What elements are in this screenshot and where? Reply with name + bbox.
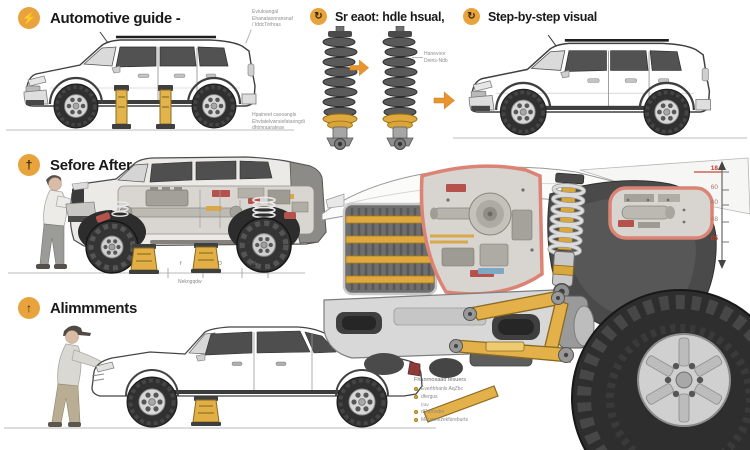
- coilover-strut: [547, 172, 587, 301]
- engine-cutaway-window: [419, 164, 544, 296]
- knobby-wheel: [237, 218, 291, 272]
- jack-stand: [190, 242, 222, 274]
- dimension-label: f: [180, 261, 182, 267]
- legend-bullet-icon: [414, 417, 418, 422]
- panel-step-by-step: ↻ Step-by-step visual: [453, 0, 750, 150]
- steps-title: Step-by-step visual: [488, 9, 597, 24]
- legend-item: (rav: [414, 402, 539, 407]
- lightning-icon: ⚡: [18, 7, 40, 29]
- wheel: [125, 375, 179, 429]
- dimension-label: D: [218, 261, 222, 267]
- process-annotation: Hanevoor Deiris-Ndb: [424, 51, 448, 64]
- annotation-line: Ehanataonransnaf: [252, 15, 293, 22]
- annotation-line: / IddcTorhras: [252, 22, 281, 28]
- shock-absorbers-illustration: [322, 26, 455, 150]
- suv-on-lift-illustration: [6, 24, 294, 131]
- panel-before-after: † Sefore After: [0, 148, 336, 295]
- control-arms: [423, 291, 574, 423]
- suv-result-illustration: [453, 26, 747, 139]
- legend-item-label: Everthhanls AqZbc: [421, 385, 463, 392]
- before-after-title: Sefore After: [50, 156, 132, 174]
- annotation-line: Hpaineet caooangls: [252, 112, 297, 118]
- legend-item: Meuemezekfüreburts: [414, 417, 539, 423]
- fender-cutaway-window: [608, 186, 714, 240]
- annotation-line: dhtmraarateav: [252, 125, 285, 131]
- guide-annotation-bottom: Hpaineet caooangls Ehvtatelvwrsiefataong…: [252, 112, 305, 132]
- legend-item-label: dfergus: [421, 393, 438, 400]
- legend-bullet-icon: [414, 409, 418, 414]
- ruler-label: 40: [710, 199, 718, 206]
- tire-detail: [571, 289, 750, 450]
- annotation-line: Hanevoor: [424, 51, 446, 57]
- annotation-line: Eviutoangal: [252, 9, 279, 15]
- annotation-leader-line: [412, 57, 423, 58]
- legend-item: Everthhanls AqZbc: [414, 386, 539, 392]
- parts-legend: Fhanrnosaad tesuers Everthhanls AqZbc df…: [414, 377, 539, 423]
- legend-bullet-icon: [414, 386, 418, 391]
- ruler-label: 18: [710, 165, 718, 172]
- cutaway-truck: [65, 156, 327, 275]
- panel-automotive-guide: ⚡ Automotive guide - Eviutoangal Ehanata…: [0, 0, 305, 146]
- knobby-wheel: [86, 221, 138, 273]
- legend-item-label: (rav: [421, 401, 429, 407]
- up-arrow-icon: ↑: [18, 297, 40, 319]
- ruler-label: 48: [710, 216, 718, 223]
- process-title: Sr eaot: hdle hsual,: [335, 9, 445, 24]
- suv-side-view: [24, 32, 256, 128]
- dimension-caption: Nekngqdw: [178, 279, 202, 285]
- headlight: [325, 193, 345, 209]
- legend-item-label: dGarnvder: [421, 408, 445, 415]
- alignment-title: Alimmments: [50, 299, 138, 317]
- measurement-ruler: [694, 161, 729, 269]
- rotate-arrow-icon: ↻: [310, 8, 327, 25]
- jack-stand: [128, 243, 160, 275]
- cross-marker-icon: †: [18, 154, 40, 176]
- ruler-label: 05: [710, 235, 718, 242]
- ruler-label: 60: [710, 184, 718, 191]
- guide-title: Automotive guide -: [50, 9, 181, 27]
- mechanic-figure: [36, 175, 83, 269]
- coilover-strut: [322, 26, 358, 150]
- mechanic-figure: [48, 325, 110, 427]
- legend-title: Fhanrnosaad tesuers: [414, 377, 466, 383]
- legend-item: dfergus: [414, 394, 539, 400]
- legend-bullet-icon: [414, 394, 418, 399]
- jack-stand: [190, 395, 222, 427]
- dimension-label: %: [252, 261, 257, 267]
- panel-shock-process: ↻ Sr eaot: hdle hsual, Hanevoor Deiris-N…: [300, 0, 456, 150]
- annotation-line: Deiris-Ndb: [424, 57, 448, 64]
- cutaway-truck-illustration: [8, 156, 327, 278]
- suv-side-view: [469, 35, 710, 135]
- panel-suspension-cutaway: 18 60 40 48 05 Fhanrnosaad tesuers Evert…: [318, 150, 750, 450]
- alloy-wheel: [637, 333, 731, 427]
- rotate-arrow-icon: ↻: [463, 8, 480, 25]
- coilover-strut: [382, 26, 418, 150]
- brake-disc: [573, 305, 595, 347]
- guide-annotation-top: Eviutoangal Ehanataonransnaf / IddcTorhr…: [252, 9, 293, 29]
- grille: [342, 202, 438, 296]
- legend-item: dGarnvder: [414, 409, 539, 415]
- legend-item-label: Meuemezekfüreburts: [421, 416, 468, 423]
- annotation-line: Ehvtatelvwrsiefataongdi: [252, 118, 305, 125]
- truck-front-cutaway-illustration: [321, 157, 750, 450]
